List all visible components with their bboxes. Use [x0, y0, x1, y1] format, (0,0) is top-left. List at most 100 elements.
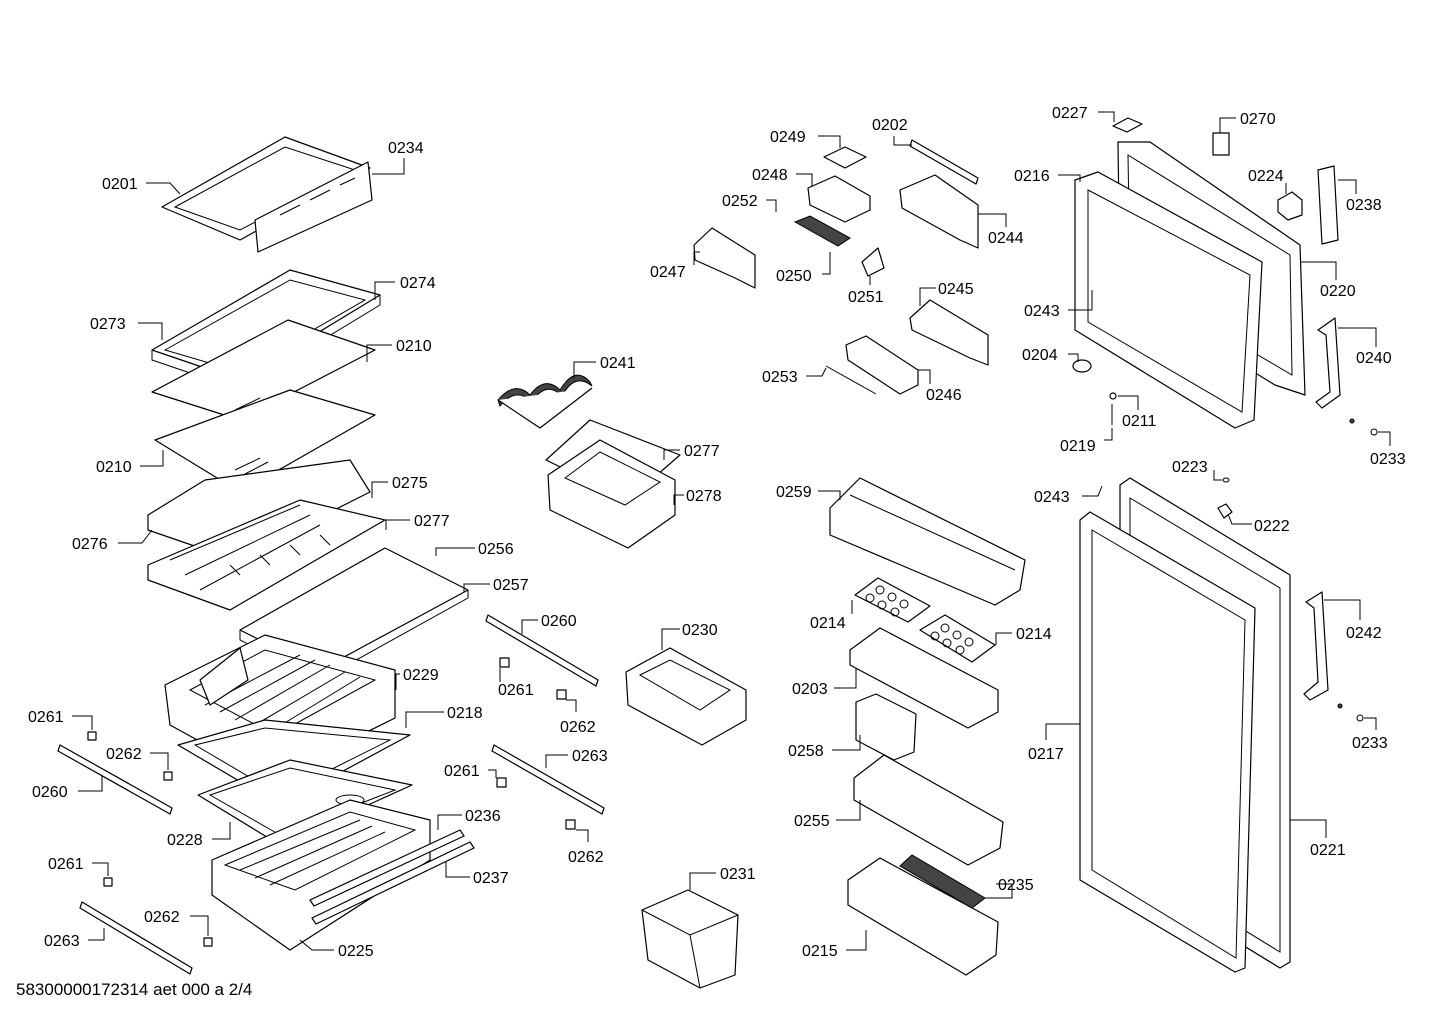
callout-0248: 0248	[752, 167, 813, 186]
callout-label-0253: 0253	[762, 369, 798, 386]
callout-0220: 0220	[1300, 261, 1356, 300]
callout-0215: 0215	[802, 930, 867, 960]
callout-0223: 0223	[1172, 459, 1222, 481]
callout-0244: 0244	[978, 213, 1024, 247]
callout-label-0225: 0225	[338, 943, 374, 960]
callout-label-0245: 0245	[938, 281, 974, 298]
callout-label-0202: 0202	[872, 117, 908, 134]
callout-label-0243a: 0243	[1024, 303, 1060, 320]
callout-0214b: 0214	[995, 626, 1052, 645]
callout-label-0203: 0203	[792, 681, 828, 698]
callout-label-0216: 0216	[1014, 168, 1050, 185]
callouts: 0201 0234 0274 0273 0210 0210 0275 0276 …	[28, 105, 1406, 960]
part-0259-door-bin	[829, 477, 1026, 606]
part-0211-pin	[1109, 392, 1117, 400]
part-0230-box	[625, 647, 747, 746]
callout-label-0246: 0246	[926, 387, 962, 404]
callout-label-0227: 0227	[1052, 105, 1088, 122]
callout-label-0230: 0230	[682, 622, 718, 639]
callout-0263b: 0263	[545, 748, 608, 768]
part-0251-clip	[861, 247, 885, 277]
callout-0225: 0225	[299, 939, 374, 960]
callout-0233b: 0233	[1352, 717, 1388, 752]
callout-0243b: 0243	[1034, 485, 1103, 506]
part-0233-screws	[1337, 418, 1378, 722]
callout-0216: 0216	[1014, 168, 1081, 185]
callout-0222: 0222	[1227, 513, 1290, 535]
callout-0277b: 0277	[663, 443, 720, 460]
callout-0211: 0211	[1118, 395, 1157, 430]
callout-0203: 0203	[792, 668, 857, 698]
callout-0256: 0256	[435, 541, 514, 558]
part-0217-lower-gasket	[1079, 511, 1256, 973]
callout-label-0233a: 0233	[1370, 451, 1406, 468]
callout-0263a: 0263	[44, 928, 105, 950]
callout-label-0262d: 0262	[568, 849, 604, 866]
part-0231-box	[641, 889, 739, 989]
part-0260-mid-rail	[485, 614, 599, 687]
callout-0250: 0250	[776, 252, 831, 285]
callout-0242: 0242	[1324, 599, 1382, 642]
callout-label-0243b: 0243	[1034, 489, 1070, 506]
callout-0258: 0258	[788, 735, 861, 760]
part-0248-housing	[807, 175, 871, 223]
callout-label-0210a: 0210	[396, 338, 432, 355]
callout-label-0210b: 0210	[96, 459, 132, 476]
callout-0231: 0231	[689, 866, 756, 890]
callout-0228: 0228	[167, 822, 231, 849]
callout-label-0231: 0231	[720, 866, 756, 883]
callout-0230: 0230	[661, 622, 718, 650]
callout-label-0261a: 0261	[28, 709, 64, 726]
callout-label-0228: 0228	[167, 832, 203, 849]
callout-0245: 0245	[919, 281, 974, 306]
callout-label-0223: 0223	[1172, 459, 1208, 476]
callout-0235: 0235	[984, 877, 1034, 899]
callout-label-0244: 0244	[988, 230, 1024, 247]
callout-0221: 0221	[1290, 819, 1346, 859]
callout-label-0273: 0273	[90, 316, 126, 333]
callout-label-0218: 0218	[447, 705, 483, 722]
callout-0277a: 0277	[385, 513, 450, 530]
callout-label-0249: 0249	[770, 129, 806, 146]
part-0225-freezer-drawer	[211, 799, 431, 951]
part-0241-egg-tray	[497, 374, 593, 429]
part-0255-door-shelf	[853, 754, 1004, 866]
callout-label-0260b: 0260	[541, 613, 577, 630]
callout-0202: 0202	[872, 117, 912, 146]
part-0240-handle-upper	[1315, 317, 1341, 409]
callout-label-0275: 0275	[392, 475, 428, 492]
callout-label-0204: 0204	[1022, 347, 1058, 364]
callout-0261c: 0261	[498, 668, 534, 699]
callout-label-0262b: 0262	[144, 909, 180, 926]
callout-label-0222: 0222	[1254, 518, 1290, 535]
callout-0201: 0201	[102, 176, 181, 195]
part-0245-bracket	[909, 299, 989, 366]
callout-label-0262a: 0262	[106, 746, 142, 763]
callout-0218: 0218	[405, 705, 483, 728]
callout-label-0220: 0220	[1320, 283, 1356, 300]
part-0270-label	[1212, 132, 1230, 156]
part-0263-mid-rail	[491, 744, 605, 815]
callout-label-0201: 0201	[102, 176, 138, 193]
callout-0260a: 0260	[32, 775, 103, 801]
callout-label-0224: 0224	[1248, 168, 1284, 185]
callout-0243a: 0243	[1024, 290, 1093, 320]
part-0263-left-rail	[79, 901, 193, 975]
callout-0251: 0251	[848, 276, 884, 306]
part-0224-cover	[1277, 191, 1303, 221]
document-id-footer: 58300000172314 aet 000 a 2/4	[16, 980, 253, 999]
callout-0259: 0259	[776, 484, 841, 501]
callout-label-0256: 0256	[478, 541, 514, 558]
callout-0253: 0253	[762, 367, 827, 386]
callout-label-0215: 0215	[802, 943, 838, 960]
callout-0262c: 0262	[560, 699, 596, 736]
callout-label-0247: 0247	[650, 264, 686, 281]
part-0276-crisper-cover	[147, 459, 386, 611]
callout-0217: 0217	[1028, 723, 1080, 763]
part-0253-rod	[825, 365, 877, 395]
callout-label-0261d: 0261	[444, 763, 480, 780]
part-clips-left	[87, 731, 213, 947]
callout-label-0263a: 0263	[44, 933, 80, 950]
callout-label-0217: 0217	[1028, 746, 1064, 763]
